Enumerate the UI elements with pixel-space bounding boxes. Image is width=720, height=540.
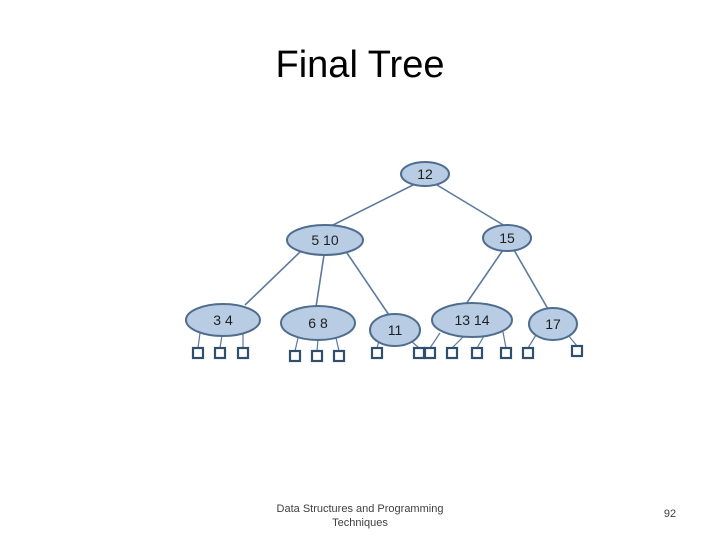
empty-child-pointer	[288, 349, 302, 363]
node-label-leaf-3-4: 3 4	[213, 312, 233, 328]
empty-child-connector	[316, 338, 319, 352]
nodes-layer: 12 5 10 15 3 4 6 8 11	[185, 161, 578, 347]
edge-left-internal-leaf-3-4	[244, 251, 301, 306]
edge-left-internal-leaf-6-8	[315, 254, 325, 308]
slide-title: Final Tree	[275, 44, 445, 86]
page-number: 92	[663, 508, 677, 520]
node-shape-root	[400, 161, 450, 187]
node-label-right-internal: 15	[499, 230, 515, 246]
node-shape-leaf-11	[369, 313, 421, 347]
empty-child-connector	[502, 331, 507, 349]
empty-child-pointers	[191, 331, 584, 363]
node-shape-right-internal	[482, 224, 532, 252]
tree-node-leaf-13-14: 13 14	[431, 302, 513, 338]
empty-child-pointer	[521, 346, 535, 360]
node-shape-left-internal	[286, 224, 364, 256]
empty-child-pointer	[332, 349, 346, 363]
node-shape-leaf-6-8	[280, 305, 356, 341]
edge-right-internal-leaf-17	[513, 249, 549, 310]
node-shape-leaf-17	[528, 307, 578, 341]
tree-node-right-internal: 15	[482, 224, 532, 252]
empty-child-pointer	[499, 346, 513, 360]
empty-child-connector	[335, 337, 340, 352]
node-shape-leaf-13-14	[431, 302, 513, 338]
empty-child-pointer	[213, 346, 227, 360]
empty-child-connector	[527, 334, 537, 349]
empty-child-pointer	[370, 346, 384, 360]
node-label-root: 12	[417, 166, 433, 182]
tree-node-leaf-17: 17	[528, 307, 578, 341]
node-shape-leaf-3-4	[185, 303, 261, 337]
empty-child-connector	[219, 334, 223, 349]
tree-node-leaf-11: 11	[369, 313, 421, 347]
empty-child-connector	[567, 334, 578, 347]
node-label-leaf-11: 11	[388, 322, 403, 338]
edge-root-left-internal	[330, 184, 414, 227]
empty-child-pointer	[310, 349, 324, 363]
empty-child-pointer	[191, 346, 205, 360]
empty-child-pointer	[570, 344, 584, 358]
edge-root-right-internal	[436, 184, 506, 227]
tree-node-leaf-6-8: 6 8	[280, 305, 356, 341]
empty-child-connector	[476, 335, 485, 349]
empty-child-pointer	[412, 346, 426, 360]
empty-child-pointer	[470, 346, 484, 360]
empty-child-connector	[197, 332, 201, 349]
footer-text: Data Structures and Programming Techniqu…	[276, 503, 444, 529]
node-label-leaf-17: 17	[545, 316, 561, 332]
empty-child-connector	[451, 335, 465, 349]
empty-child-connector	[429, 332, 441, 349]
empty-child-pointer	[423, 346, 437, 360]
empty-child-pointer	[236, 346, 250, 360]
edges-layer	[244, 184, 549, 316]
node-label-leaf-13-14: 13 14	[454, 312, 489, 328]
edge-right-internal-leaf-13-14	[465, 249, 504, 305]
tree-node-leaf-3-4: 3 4	[185, 303, 261, 337]
empty-child-connector	[294, 337, 299, 352]
edge-left-internal-leaf-11	[346, 252, 390, 316]
tree-node-left-internal: 5 10	[286, 224, 364, 256]
tree-node-root: 12	[400, 161, 450, 187]
empty-child-pointer	[445, 346, 459, 360]
node-label-left-internal: 5 10	[311, 232, 338, 248]
node-label-leaf-6-8: 6 8	[308, 315, 328, 331]
